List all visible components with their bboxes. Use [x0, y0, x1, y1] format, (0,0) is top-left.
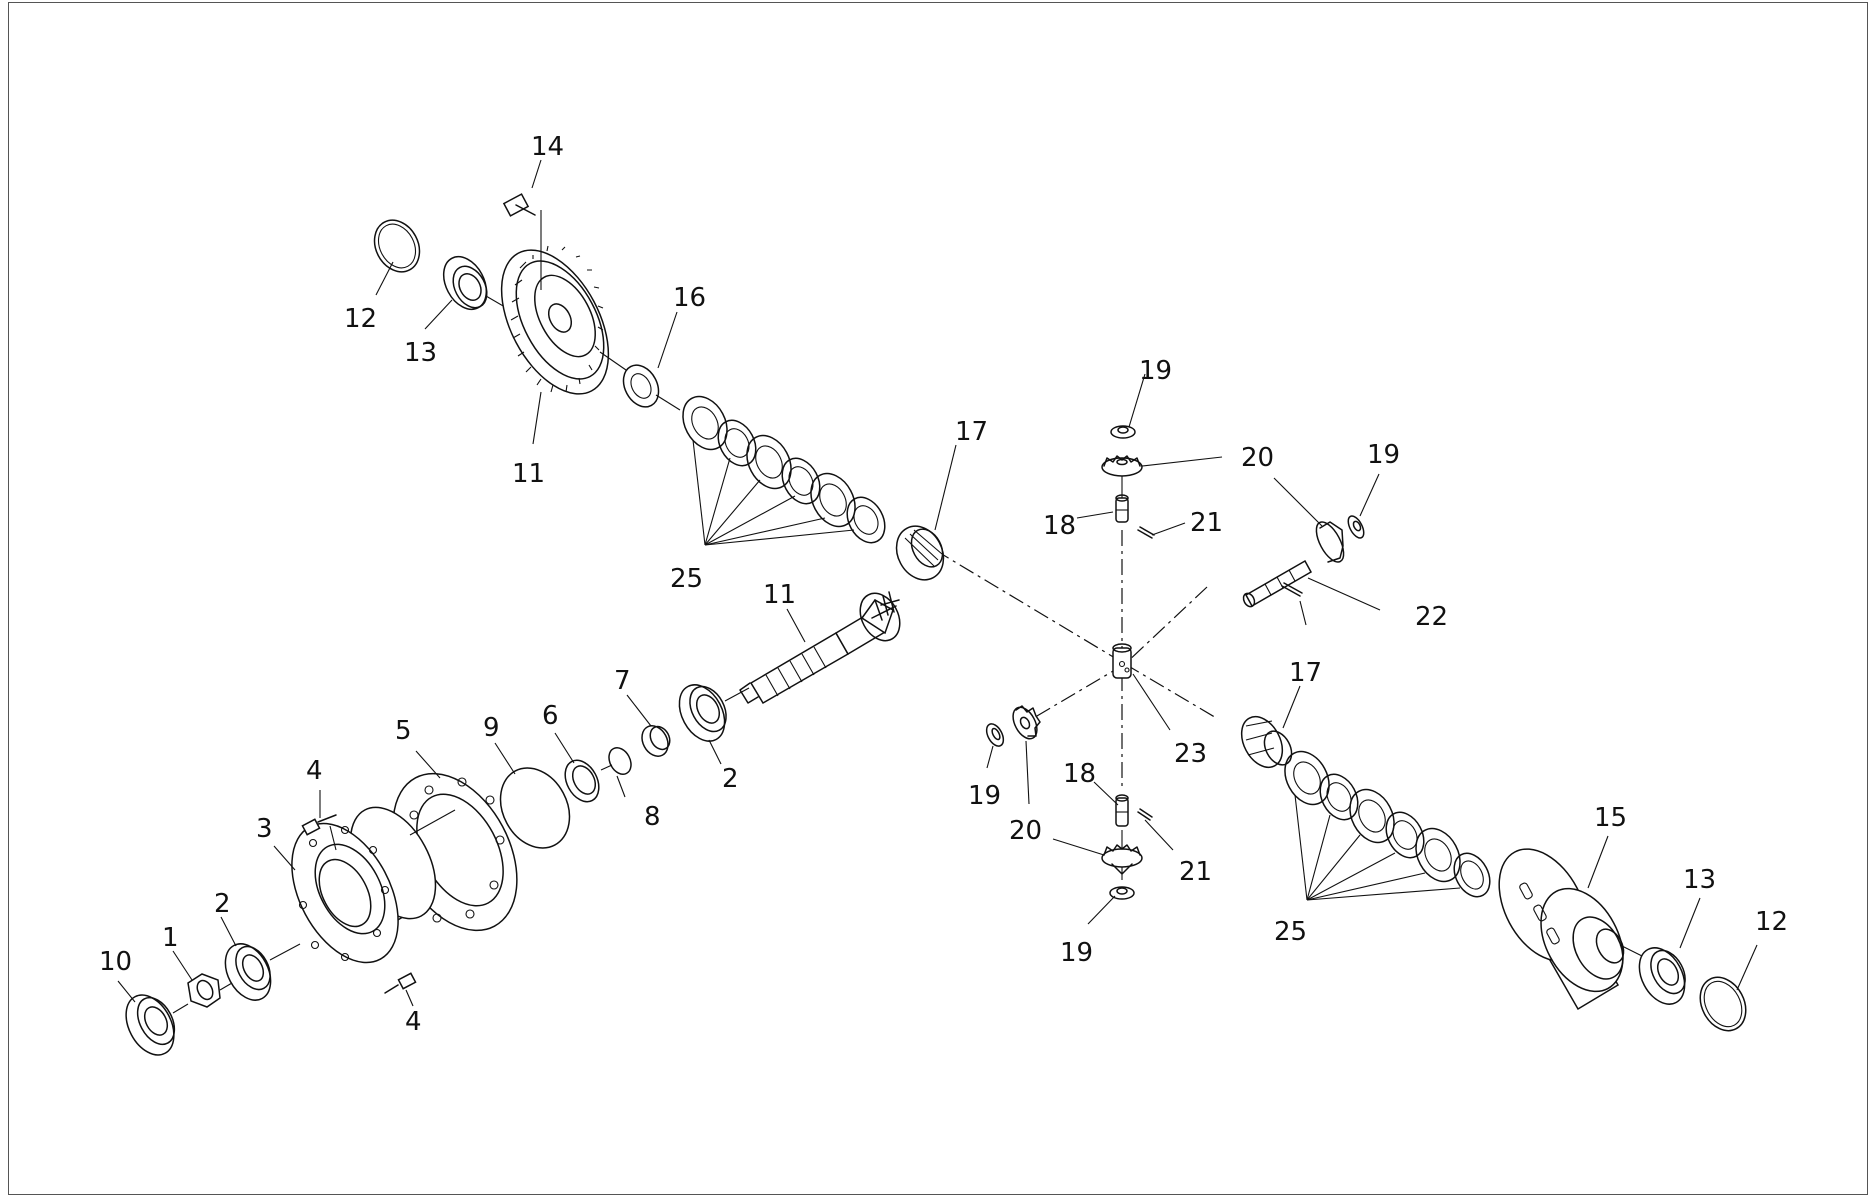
- drawing-border: [8, 2, 1868, 1195]
- callout-12: 12: [344, 304, 377, 334]
- callout-11: 11: [512, 459, 545, 489]
- callout-5: 5: [395, 716, 412, 746]
- pinion-shaft-11: [739, 591, 901, 705]
- leader-lines: [117, 159, 1758, 1007]
- snap-ring-12-upper: [373, 219, 421, 273]
- callout-17: 17: [1289, 658, 1322, 688]
- callout-1: 1: [162, 923, 179, 953]
- callout-2: 2: [214, 889, 231, 919]
- bolt-4-upper: [301, 814, 337, 836]
- callout-23: 23: [1174, 739, 1207, 769]
- callout-4: 4: [306, 756, 323, 786]
- thrust-washer-19-left: [985, 723, 1005, 747]
- callout-6: 6: [542, 701, 559, 731]
- pin-18-top: [1115, 494, 1129, 523]
- callout-labels: 1 2 2 3 4 4 5 6 7 8 9 10 11 11 12 12 13 …: [99, 132, 1788, 1037]
- callout-17: 17: [955, 417, 988, 447]
- callout-25: 25: [1274, 917, 1307, 947]
- pin-18-bottom: [1115, 794, 1129, 827]
- callout-10: 10: [99, 947, 132, 977]
- ring-gear-11: [500, 245, 627, 395]
- bolt-14: [502, 193, 536, 217]
- callout-25: 25: [670, 564, 703, 594]
- callout-18: 18: [1063, 759, 1096, 789]
- thrust-washer-19-top: [1110, 425, 1136, 439]
- callout-9: 9: [483, 713, 500, 743]
- roll-pin-21-bottom: [1137, 808, 1153, 821]
- differential-case-15: [1498, 848, 1649, 1011]
- pinion-gear-20-top: [1101, 455, 1143, 477]
- callout-18: 18: [1043, 511, 1076, 541]
- pinion-housing-3: [291, 806, 456, 964]
- clutch-discs-25-upper: [682, 395, 886, 544]
- callout-15: 15: [1594, 803, 1627, 833]
- callout-19: 19: [1139, 356, 1172, 386]
- side-gear-17-upper: [895, 525, 945, 581]
- spacer-7: [641, 725, 671, 757]
- bearing-13-upper: [442, 255, 511, 311]
- thrust-washer-16: [622, 364, 681, 411]
- callout-14: 14: [531, 132, 564, 162]
- roll-pin-21-top: [1137, 526, 1155, 539]
- thrust-washer-19-right: [1347, 515, 1365, 539]
- bearing-10: [125, 994, 189, 1056]
- callout-20: 20: [1241, 443, 1274, 473]
- callout-19: 19: [1060, 938, 1093, 968]
- snap-ring-12-lower: [1699, 976, 1747, 1032]
- callout-13: 13: [1683, 865, 1716, 895]
- callout-13: 13: [404, 338, 437, 368]
- pinion-gear-20-left: [1012, 705, 1041, 740]
- nut-1: [187, 973, 233, 1008]
- clutch-discs-25-lower: [1284, 750, 1491, 898]
- bolt-4-lower: [384, 972, 417, 994]
- callout-16: 16: [673, 283, 706, 313]
- callout-19: 19: [1367, 440, 1400, 470]
- callout-8: 8: [644, 802, 661, 832]
- callout-3: 3: [256, 814, 273, 844]
- callout-22: 22: [1415, 602, 1448, 632]
- callout-21: 21: [1179, 857, 1212, 887]
- shaft-22: [1242, 559, 1313, 626]
- callout-2: 2: [722, 764, 739, 794]
- seal-6: [564, 759, 613, 803]
- callout-21: 21: [1190, 508, 1223, 538]
- thrust-washer-19-bottom: [1109, 886, 1135, 900]
- side-gear-17-lower: [1240, 715, 1293, 769]
- shim-8: [608, 747, 632, 775]
- bearing-13-lower: [1638, 947, 1686, 1005]
- callout-12: 12: [1755, 907, 1788, 937]
- callout-11: 11: [763, 580, 796, 610]
- callout-7: 7: [614, 666, 631, 696]
- bearing-2-left: [224, 943, 301, 1001]
- gasket-9: [499, 767, 571, 849]
- pinion-gear-20-bottom: [1101, 844, 1143, 875]
- bearing-2-right: [678, 684, 750, 742]
- cross-block-23: [1112, 643, 1132, 679]
- callout-20: 20: [1009, 816, 1042, 846]
- callout-4: 4: [405, 1007, 422, 1037]
- pinion-gear-20-right: [1315, 521, 1345, 563]
- callout-19: 19: [968, 781, 1001, 811]
